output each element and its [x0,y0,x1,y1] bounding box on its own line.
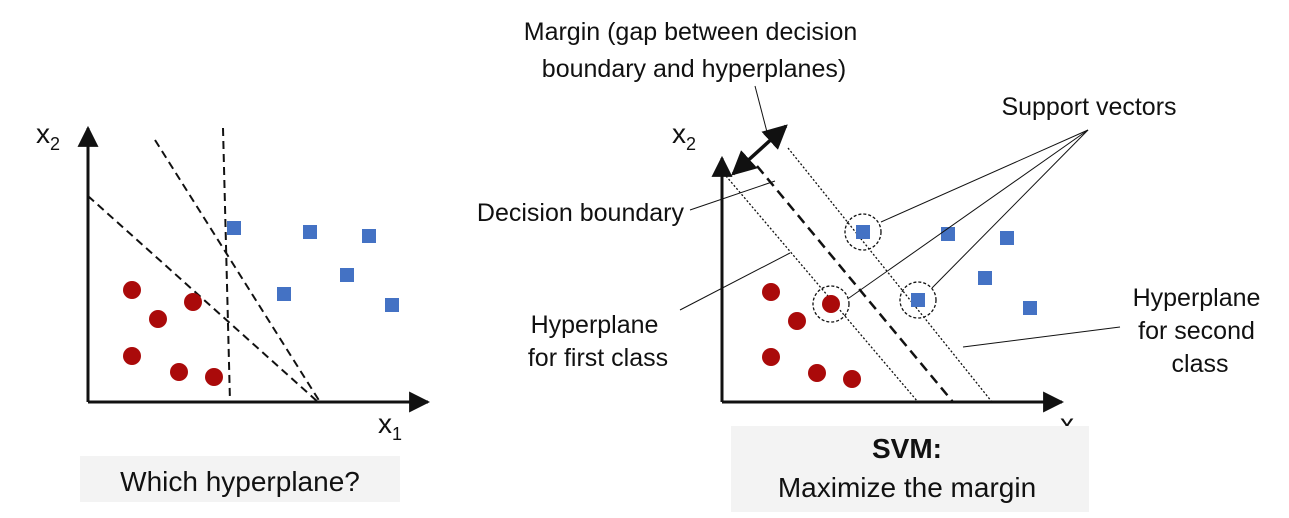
class-two-point [385,298,399,312]
class-two-point [941,227,955,241]
left-panel: x2 x1 Which hyperplane? [36,118,431,502]
right-caption-background [731,426,1089,512]
support-vectors-label: Support vectors [1001,93,1176,121]
class-two-point [227,221,241,235]
class-one-point [123,281,141,299]
right-caption-text: Maximize the margin [778,472,1036,503]
class-two-point [362,229,376,243]
leader-line [679,252,791,311]
leader-line [754,85,768,133]
class-one-point [184,293,202,311]
hyperplane-first-class [725,175,919,403]
class-two-point [1000,231,1014,245]
class-two-point [856,225,870,239]
left-x-axis-label: x1 [378,408,402,444]
leader-line [962,326,1121,348]
class-one-point [762,348,780,366]
class-two-point [340,268,354,282]
right-caption-title: SVM: [872,433,942,464]
leader-line [880,129,1089,223]
support-vector-ring [844,213,882,251]
hyperplane-first-class-label: Hyperplane for first class [528,311,668,372]
candidate-hyperplane [222,127,231,403]
left-caption: Which hyperplane? [120,466,360,497]
class-one-point [149,310,167,328]
class-one-point [808,364,826,382]
right-panel: x2 x1 [477,18,1268,512]
class-two-point [1023,301,1037,315]
decision-boundary-label: Decision boundary [477,199,685,227]
hyperplane-second-class-label: Hyperplane for second class [1133,284,1268,378]
class-two-point [978,271,992,285]
class-one-point [788,312,806,330]
class-one-point [205,368,223,386]
class-one-point [123,347,141,365]
decision-boundary-line [756,165,954,403]
leader-line [931,129,1089,289]
margin-arrow [731,124,788,176]
class-one-point [822,295,840,313]
class-two-point [303,225,317,239]
class-one-point [170,363,188,381]
margin-label: Margin (gap between decision boundary an… [524,18,865,83]
right-y-axis-label: x2 [672,118,696,154]
left-caption-background [80,456,400,502]
candidate-hyperplane [154,139,321,403]
class-two-point [277,287,291,301]
class-one-point [843,370,861,388]
class-one-point [762,283,780,301]
class-two-point [911,293,925,307]
support-vector-ring [899,281,937,319]
support-vector-ring [812,285,850,323]
leader-line [689,180,776,211]
left-y-axis-label: x2 [36,118,60,154]
leader-line [848,129,1089,299]
